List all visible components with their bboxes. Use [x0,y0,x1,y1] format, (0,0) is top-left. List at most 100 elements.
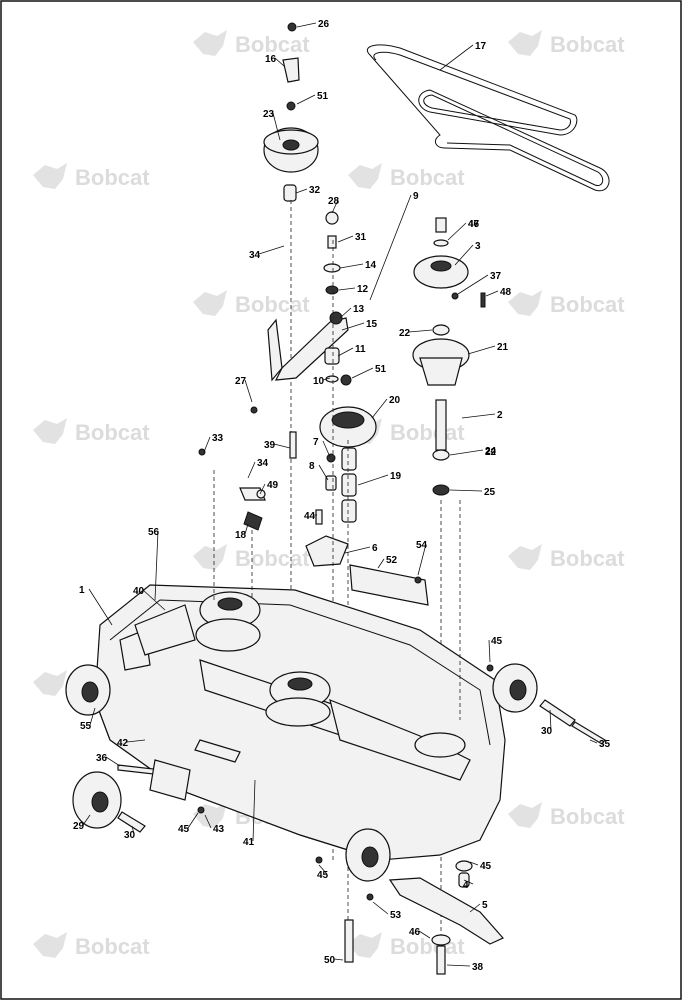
leader-line-27 [244,379,253,403]
callout-2: 2 [497,410,503,421]
leader-line-10 [322,377,331,381]
leader-line-37 [457,274,489,295]
watermark-logo-2 [508,30,542,56]
callout-52: 52 [386,555,398,566]
watermark-logo-15 [33,932,67,958]
callout-14: 14 [365,260,377,271]
callout-27: 27 [235,376,247,387]
callout-8: 8 [309,461,315,472]
mower-deck [94,564,506,861]
leader-line-49 [259,483,266,495]
leader-line-36 [105,756,121,767]
spindle-assembly [412,217,486,960]
callout-45: 45 [178,824,190,835]
leader-line-8 [318,464,329,481]
callout-23: 23 [263,109,275,120]
callout-21: 21 [497,342,509,353]
leader-line-38 [446,964,471,967]
callout-11: 11 [355,344,366,355]
watermark-4: Bobcat [390,165,465,190]
leader-line-18 [244,523,249,535]
leader-line-22 [408,329,433,333]
leader-line-30 [549,709,552,731]
watermark-logo-4 [348,163,382,189]
leader-line-52 [377,558,385,569]
leader-line-21 [467,345,496,355]
callout-25: 25 [484,487,496,498]
leader-line-5 [469,903,481,913]
leader-line-28 [331,199,339,214]
leader-line-17 [439,44,474,71]
blade-and-hardware [197,406,504,975]
watermark-5: Bobcat [235,292,310,317]
leader-line-1 [88,588,113,626]
leader-line-29 [82,814,91,826]
leader-line-23 [272,112,281,141]
watermark-1: Bobcat [235,32,310,57]
callout-layer: 1234567891011121314151617181920212224232… [73,19,611,973]
callout-49: 49 [267,480,279,491]
leader-line-42 [126,739,146,743]
callout-33: 33 [212,433,224,444]
callout-17: 17 [475,41,487,52]
callout-53: 53 [390,910,402,921]
callout-18: 18 [235,530,247,541]
callout-41: 41 [243,837,255,848]
callout-37: 37 [490,271,502,282]
callout-38: 38 [472,962,484,973]
watermark-10: Bobcat [550,546,625,571]
leader-line-34 [247,461,256,479]
callout-30: 30 [124,830,136,841]
leader-line-48 [485,290,499,297]
leader-line-32 [295,188,308,194]
callout-50: 50 [324,955,336,966]
callout-13: 13 [353,304,365,315]
callout-47: 47 [468,219,480,230]
callout-5: 5 [482,900,488,911]
leader-line-4 [463,879,474,885]
callout-31: 31 [355,232,367,243]
callout-1: 1 [79,585,85,596]
callout-30: 30 [541,726,553,737]
callout-3: 3 [475,241,481,252]
callout-45: 45 [491,636,503,647]
callout-51: 51 [375,364,387,375]
callout-24: 24 [485,446,497,457]
callout-9: 9 [413,191,419,202]
leader-line-39 [273,443,291,449]
leader-line-45 [318,864,328,875]
watermark-logo-16 [348,932,382,958]
watermark-16: Bobcat [390,934,465,959]
callout-10: 10 [313,376,325,387]
leader-line-20 [371,398,388,419]
leader-line-6 [344,546,371,554]
leader-line-54 [417,543,427,576]
leader-line-25 [449,489,483,492]
callout-26: 26 [318,19,330,30]
callout-12: 12 [357,284,369,295]
callout-42: 42 [117,738,129,749]
callout-51: 51 [317,91,329,102]
callout-44: 44 [304,511,316,522]
drive-belt [367,44,610,192]
callout-7: 7 [313,437,319,448]
leader-line-30 [131,825,135,835]
watermark-logo-10 [508,544,542,570]
callout-22-b: 22 [485,447,497,458]
callout-46: 46 [409,927,421,938]
callout-48: 48 [500,287,512,298]
callout-54: 54 [416,540,428,551]
leader-line-45 [469,861,479,866]
leader-line-45 [187,812,199,829]
leader-line-55 [89,707,96,726]
leader-line-31 [337,235,354,243]
leader-line-40 [142,589,166,611]
callout-45: 45 [317,870,329,881]
callout-22: 22 [399,328,411,339]
watermark-logo-3 [33,163,67,189]
callout-34: 34 [249,250,261,261]
watermark-2: Bobcat [550,32,625,57]
